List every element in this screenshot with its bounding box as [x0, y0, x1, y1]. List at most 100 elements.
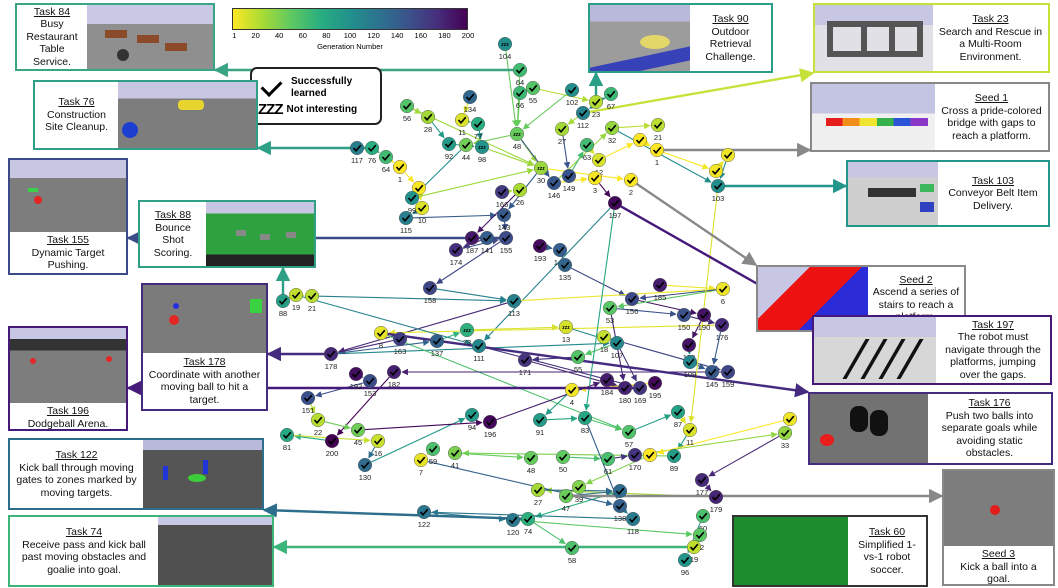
- edge-arrow: [294, 433, 326, 441]
- learned-node: 185: [653, 278, 668, 302]
- learned-node: 76: [365, 140, 380, 165]
- callout-arrow: [582, 68, 815, 115]
- legend-learned: Successfully learned: [258, 75, 371, 100]
- task-title: Task 122: [55, 449, 98, 461]
- node-circle: [610, 336, 625, 351]
- learned-node: 195: [648, 376, 663, 400]
- learned-node: 150: [677, 308, 692, 332]
- edge-arrow: [598, 183, 611, 198]
- node-circle: [678, 553, 693, 568]
- node-label: 23: [592, 110, 600, 119]
- edge-arrow: [619, 348, 637, 382]
- learned-node: 64: [379, 149, 394, 174]
- checkmark-icon: [615, 487, 625, 496]
- node-circle: [414, 453, 429, 468]
- node-circle: [498, 37, 513, 52]
- learned-node: 83: [578, 411, 593, 435]
- edge-arrow: [522, 93, 567, 130]
- node-circle: [589, 94, 604, 109]
- checkmark-icon: [718, 285, 728, 294]
- node-label: 28: [424, 125, 432, 134]
- learned-node: 10: [415, 200, 430, 225]
- edge-arrow: [412, 207, 420, 215]
- node-label: 145: [706, 380, 719, 389]
- node-circle: [695, 473, 710, 488]
- learned-node: 91: [533, 413, 548, 437]
- task-thumbnail: [206, 202, 314, 266]
- node-circle: [513, 85, 528, 100]
- task-title: Task 60: [868, 526, 906, 538]
- edge-arrow: [338, 302, 508, 354]
- node-label: 33: [781, 441, 789, 450]
- node-label: 66: [516, 101, 524, 110]
- task-title: Task 196: [46, 405, 90, 417]
- edge-arrow: [533, 522, 566, 545]
- learned-node: 190: [697, 308, 712, 332]
- checkmark-icon: [590, 174, 600, 183]
- task-title: Task 23: [972, 13, 1009, 25]
- node-label: 45: [354, 438, 362, 447]
- learned-node: 156: [625, 292, 640, 316]
- node-label: 22: [314, 428, 322, 437]
- edge-arrow: [371, 417, 466, 463]
- learned-node: 47: [559, 489, 574, 513]
- learned-node: 196: [483, 415, 498, 439]
- checkmark-icon: [423, 113, 433, 122]
- checkmark-icon: [684, 341, 694, 350]
- learned-node: 45: [351, 423, 366, 447]
- node-circle: [547, 175, 562, 190]
- checkmark-icon: [582, 141, 592, 150]
- edge-arrow: [337, 339, 430, 354]
- edge-arrow: [412, 212, 497, 219]
- learned-node: 23: [589, 94, 604, 119]
- node-circle: [379, 149, 394, 164]
- node-label: 32: [608, 136, 616, 145]
- node-label: 57: [625, 440, 633, 449]
- edge-arrow: [388, 324, 716, 336]
- node-circle: [625, 292, 640, 307]
- node-circle: [350, 140, 365, 155]
- node-label: 18: [600, 345, 608, 354]
- node-circle: [423, 281, 438, 296]
- checkmark-icon: [711, 493, 721, 502]
- node-circle: [506, 513, 521, 528]
- node-circle: [651, 117, 666, 132]
- colorbar-tick: 1: [232, 31, 237, 40]
- node-label: 1: [398, 175, 402, 184]
- zzz-icon: zzz: [463, 328, 471, 334]
- checkmark-icon: [278, 297, 288, 306]
- learned-node: 74: [521, 512, 536, 536]
- checkmark-icon: [373, 437, 383, 446]
- edge-arrow: [562, 135, 571, 169]
- checkmark-icon: [561, 492, 571, 501]
- learned-node: 145: [705, 365, 720, 389]
- learned-node: 92: [442, 136, 457, 161]
- learned-node: 176: [715, 318, 730, 342]
- learned-node: 41: [448, 446, 463, 470]
- learned-node: 200: [325, 434, 340, 458]
- node-label: 170: [629, 463, 642, 472]
- edge-arrow: [364, 419, 483, 431]
- node-circle: [311, 413, 326, 428]
- checkmark-icon: [578, 109, 588, 118]
- node-circle: [608, 195, 623, 210]
- checkmark-icon: [564, 172, 574, 181]
- node-label: 56: [403, 114, 411, 123]
- task-title: Task 88: [154, 209, 192, 221]
- learned-node: 11: [683, 423, 698, 447]
- edge-arrow: [711, 331, 722, 365]
- learned-node: 158: [423, 281, 438, 305]
- node-circle: [604, 86, 619, 101]
- node-circle: [365, 140, 380, 155]
- checkmark-icon: [620, 384, 630, 393]
- node-circle: [533, 413, 548, 428]
- legend-not-interesting-label: Not interesting: [286, 104, 358, 115]
- task-description: Construction Site Cleanup.: [44, 108, 109, 134]
- checkmark-icon: [474, 342, 484, 351]
- edge-arrow: [679, 416, 687, 424]
- checkmark-icon: [307, 292, 317, 301]
- edge-arrow: [639, 289, 717, 301]
